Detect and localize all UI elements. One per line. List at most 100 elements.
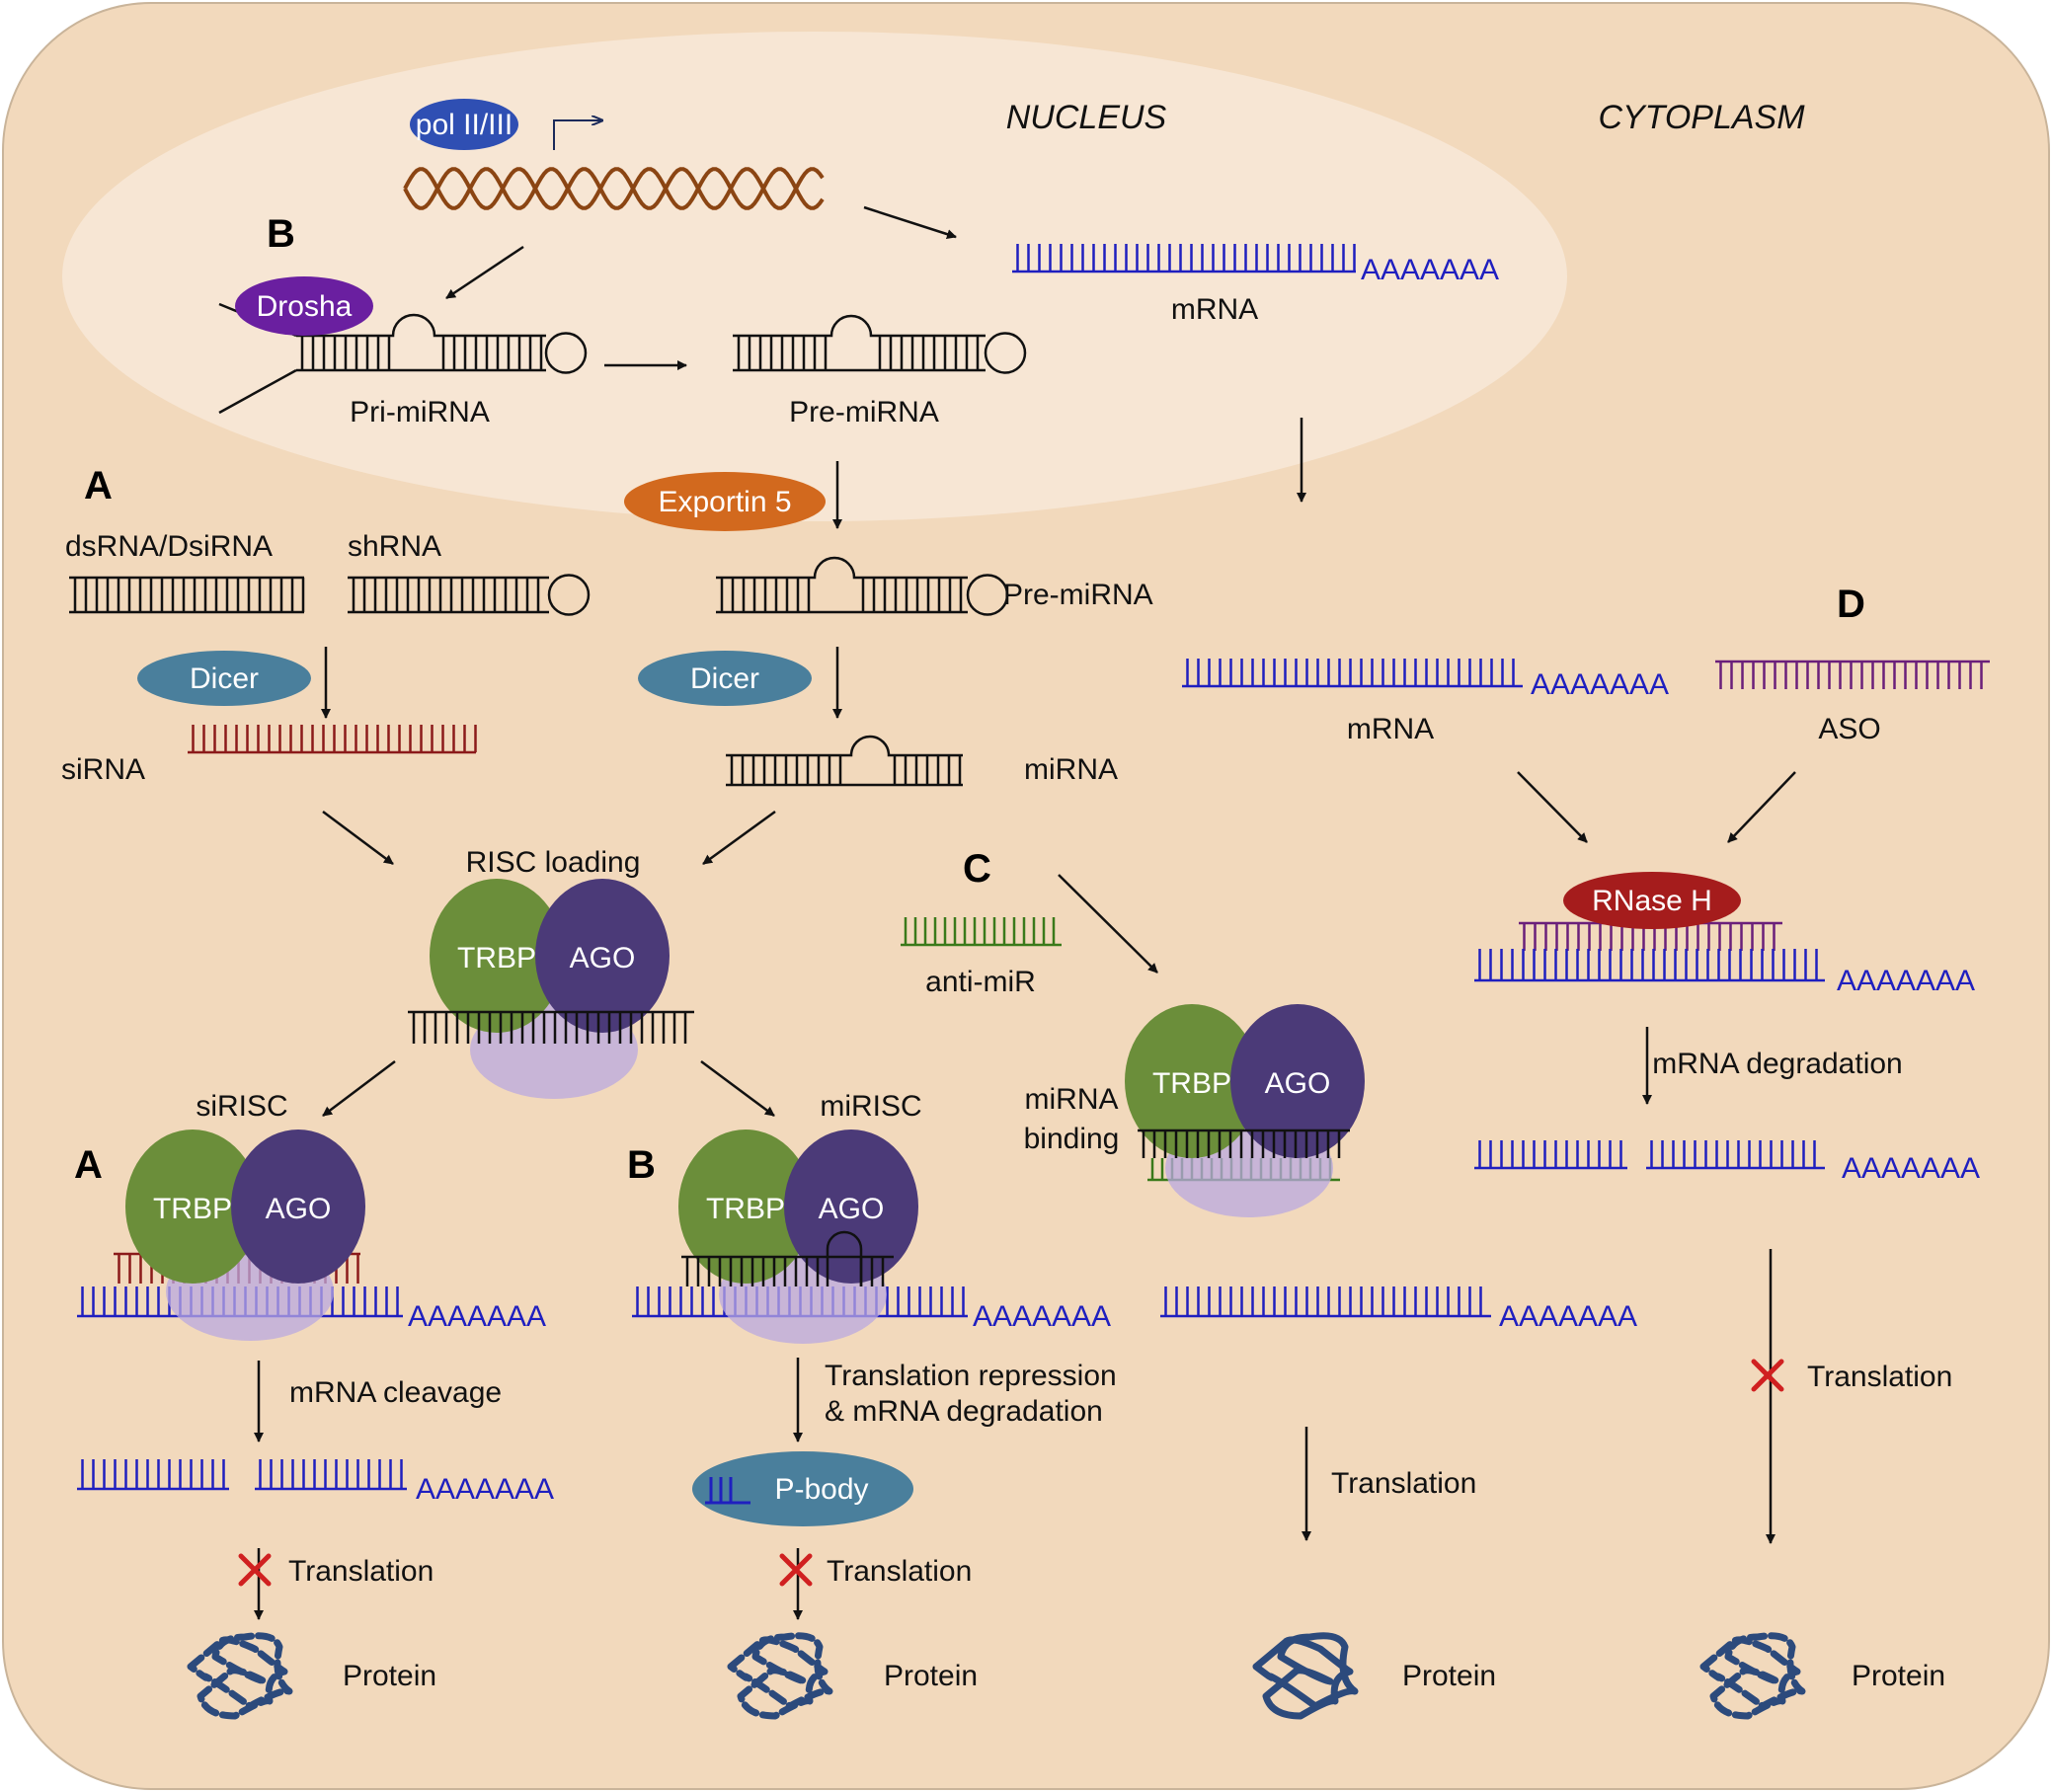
protein-icon-a <box>187 1632 293 1720</box>
complex-sirisc-ago-label: AGO <box>266 1193 332 1225</box>
complex-mirisc <box>678 1130 918 1344</box>
label-mirna-binding-2: binding <box>1024 1123 1120 1155</box>
strand-shrna <box>348 574 591 616</box>
rnaseh-label: RNase H <box>1592 885 1712 917</box>
pol-label: pol II/III <box>416 109 513 141</box>
strand-aso <box>1715 660 1990 689</box>
transcription-start-arrow <box>553 120 602 150</box>
label-translation-d: Translation <box>1807 1361 1952 1393</box>
complex-risc-loading <box>408 879 694 1099</box>
arrow-2 <box>863 205 957 239</box>
label-anti-mir: anti-miR <box>925 966 1036 998</box>
label-mirna-binding-1: miRNA <box>1025 1083 1119 1116</box>
strand-pre-mirna-nucleus <box>733 314 1027 374</box>
complex-sirisc <box>125 1130 365 1341</box>
enzyme-rnaseh: RNase H <box>1563 872 1741 929</box>
label-protein-b: Protein <box>884 1660 978 1692</box>
p-body: P-body <box>692 1451 913 1526</box>
label-and-mrna-degradation: & mRNA degradation <box>825 1395 1103 1428</box>
strand-mrna-nucleus <box>1012 244 1356 273</box>
enzyme-exportin: Exportin 5 <box>624 472 826 531</box>
nucleus-label: NUCLEUS <box>1006 99 1167 136</box>
enzyme-drosha: Drosha <box>235 276 373 336</box>
section-label-b-nucleus: B <box>267 212 295 256</box>
polya-d-fragment: AAAAAAA <box>1842 1152 1980 1185</box>
rna-strands <box>69 244 1990 1491</box>
arrows <box>254 205 1796 1620</box>
strand-pre-mirna-cyto <box>716 556 1009 616</box>
label-protein-d: Protein <box>1852 1660 1945 1692</box>
label-pre-mirna-cyto: Pre-miRNA <box>1003 579 1153 611</box>
polya-d-hybrid: AAAAAAA <box>1837 965 1975 997</box>
enzyme-pol: pol II/III <box>410 99 518 150</box>
arrow-1 <box>445 245 524 300</box>
complex-risc-loading-ago-label: AGO <box>570 942 636 974</box>
label-mrna-degradation-d: mRNA degradation <box>1652 1048 1902 1080</box>
strand-mrna-fragment-d-2 <box>1646 1140 1825 1170</box>
label-mirna: miRNA <box>1024 753 1118 786</box>
strand-dsrna <box>69 576 305 614</box>
risc-complexes <box>125 879 1365 1344</box>
strand-mirna <box>726 735 963 787</box>
arrow-15 <box>700 1059 775 1118</box>
label-translation-b: Translation <box>827 1555 972 1588</box>
polya-a-fragment: AAAAAAA <box>416 1473 554 1506</box>
exportin-label: Exportin 5 <box>658 486 791 518</box>
nucleus <box>62 32 1567 521</box>
cytoplasm-label: CYTOPLASM <box>1598 99 1805 136</box>
arrow-9 <box>702 810 776 866</box>
enzyme-dicer-2: Dicer <box>638 651 812 706</box>
red-x-icon-d <box>1751 1359 1784 1392</box>
red-x-icon-b <box>779 1553 813 1587</box>
p-body-label: P-body <box>774 1473 868 1506</box>
polya-b-target: AAAAAAA <box>973 1300 1111 1333</box>
label-sirisc: siRISC <box>196 1090 287 1123</box>
strand-pri-mirna <box>296 313 588 374</box>
dna-helix <box>403 120 825 210</box>
complex-mirna-binding-ago-label: AGO <box>1265 1067 1331 1100</box>
protein-icon-b <box>727 1632 833 1720</box>
label-pri-mirna: Pri-miRNA <box>350 396 490 429</box>
arrow-11 <box>1517 771 1588 843</box>
label-protein-a: Protein <box>343 1660 436 1692</box>
section-label-a-top: A <box>84 464 113 507</box>
polya-a-target: AAAAAAA <box>408 1300 546 1333</box>
section-label-b-bottom: B <box>627 1143 656 1187</box>
arrow-12 <box>1727 771 1796 843</box>
complex-risc-loading-trbp-label: TRBP <box>457 942 536 974</box>
strand-mrna-d <box>1182 659 1523 688</box>
dicer-label-1: Dicer <box>190 662 259 695</box>
section-label-c: C <box>963 847 991 891</box>
label-mrna-d: mRNA <box>1347 713 1434 745</box>
complex-mirisc-ago-label: AGO <box>819 1193 885 1225</box>
enzyme-dicer-1: Dicer <box>137 651 311 706</box>
label-aso: ASO <box>1818 713 1880 745</box>
protein-icons <box>187 1632 1806 1720</box>
strand-anti-mir <box>901 917 1062 947</box>
complex-sirisc-trbp-label: TRBP <box>153 1193 232 1225</box>
strand-mrna-fragment-d-1 <box>1474 1140 1627 1170</box>
strand-mrna-hybrid <box>1474 949 1825 982</box>
complex-mirna-binding-trbp-label: TRBP <box>1152 1067 1231 1100</box>
arrow-14 <box>322 1060 396 1117</box>
section-label-a-bottom: A <box>74 1143 103 1187</box>
label-translation-repression: Translation repression <box>825 1360 1117 1392</box>
strand-sirna <box>188 725 477 754</box>
section-label-d: D <box>1837 583 1865 626</box>
drosha-label: Drosha <box>257 290 353 323</box>
complex-mirisc-trbp-label: TRBP <box>706 1193 785 1225</box>
label-pre-mirna-nucleus: Pre-miRNA <box>789 396 939 429</box>
label-mirisc: miRISC <box>820 1090 921 1123</box>
label-mrna-nucleus: mRNA <box>1171 293 1258 326</box>
strand-mrna-fragment-a-2 <box>255 1459 407 1491</box>
label-translation-c: Translation <box>1331 1467 1476 1500</box>
label-risc-loading: RISC loading <box>466 846 641 879</box>
polya-d-mrna: AAAAAAA <box>1531 668 1669 701</box>
strand-mrna-fragment-a-1 <box>77 1459 229 1491</box>
strand-mrna-c <box>1160 1286 1491 1318</box>
polya-nucleus: AAAAAAA <box>1361 254 1499 286</box>
complex-mirna-binding <box>1125 1004 1365 1217</box>
label-translation-a: Translation <box>288 1555 434 1588</box>
